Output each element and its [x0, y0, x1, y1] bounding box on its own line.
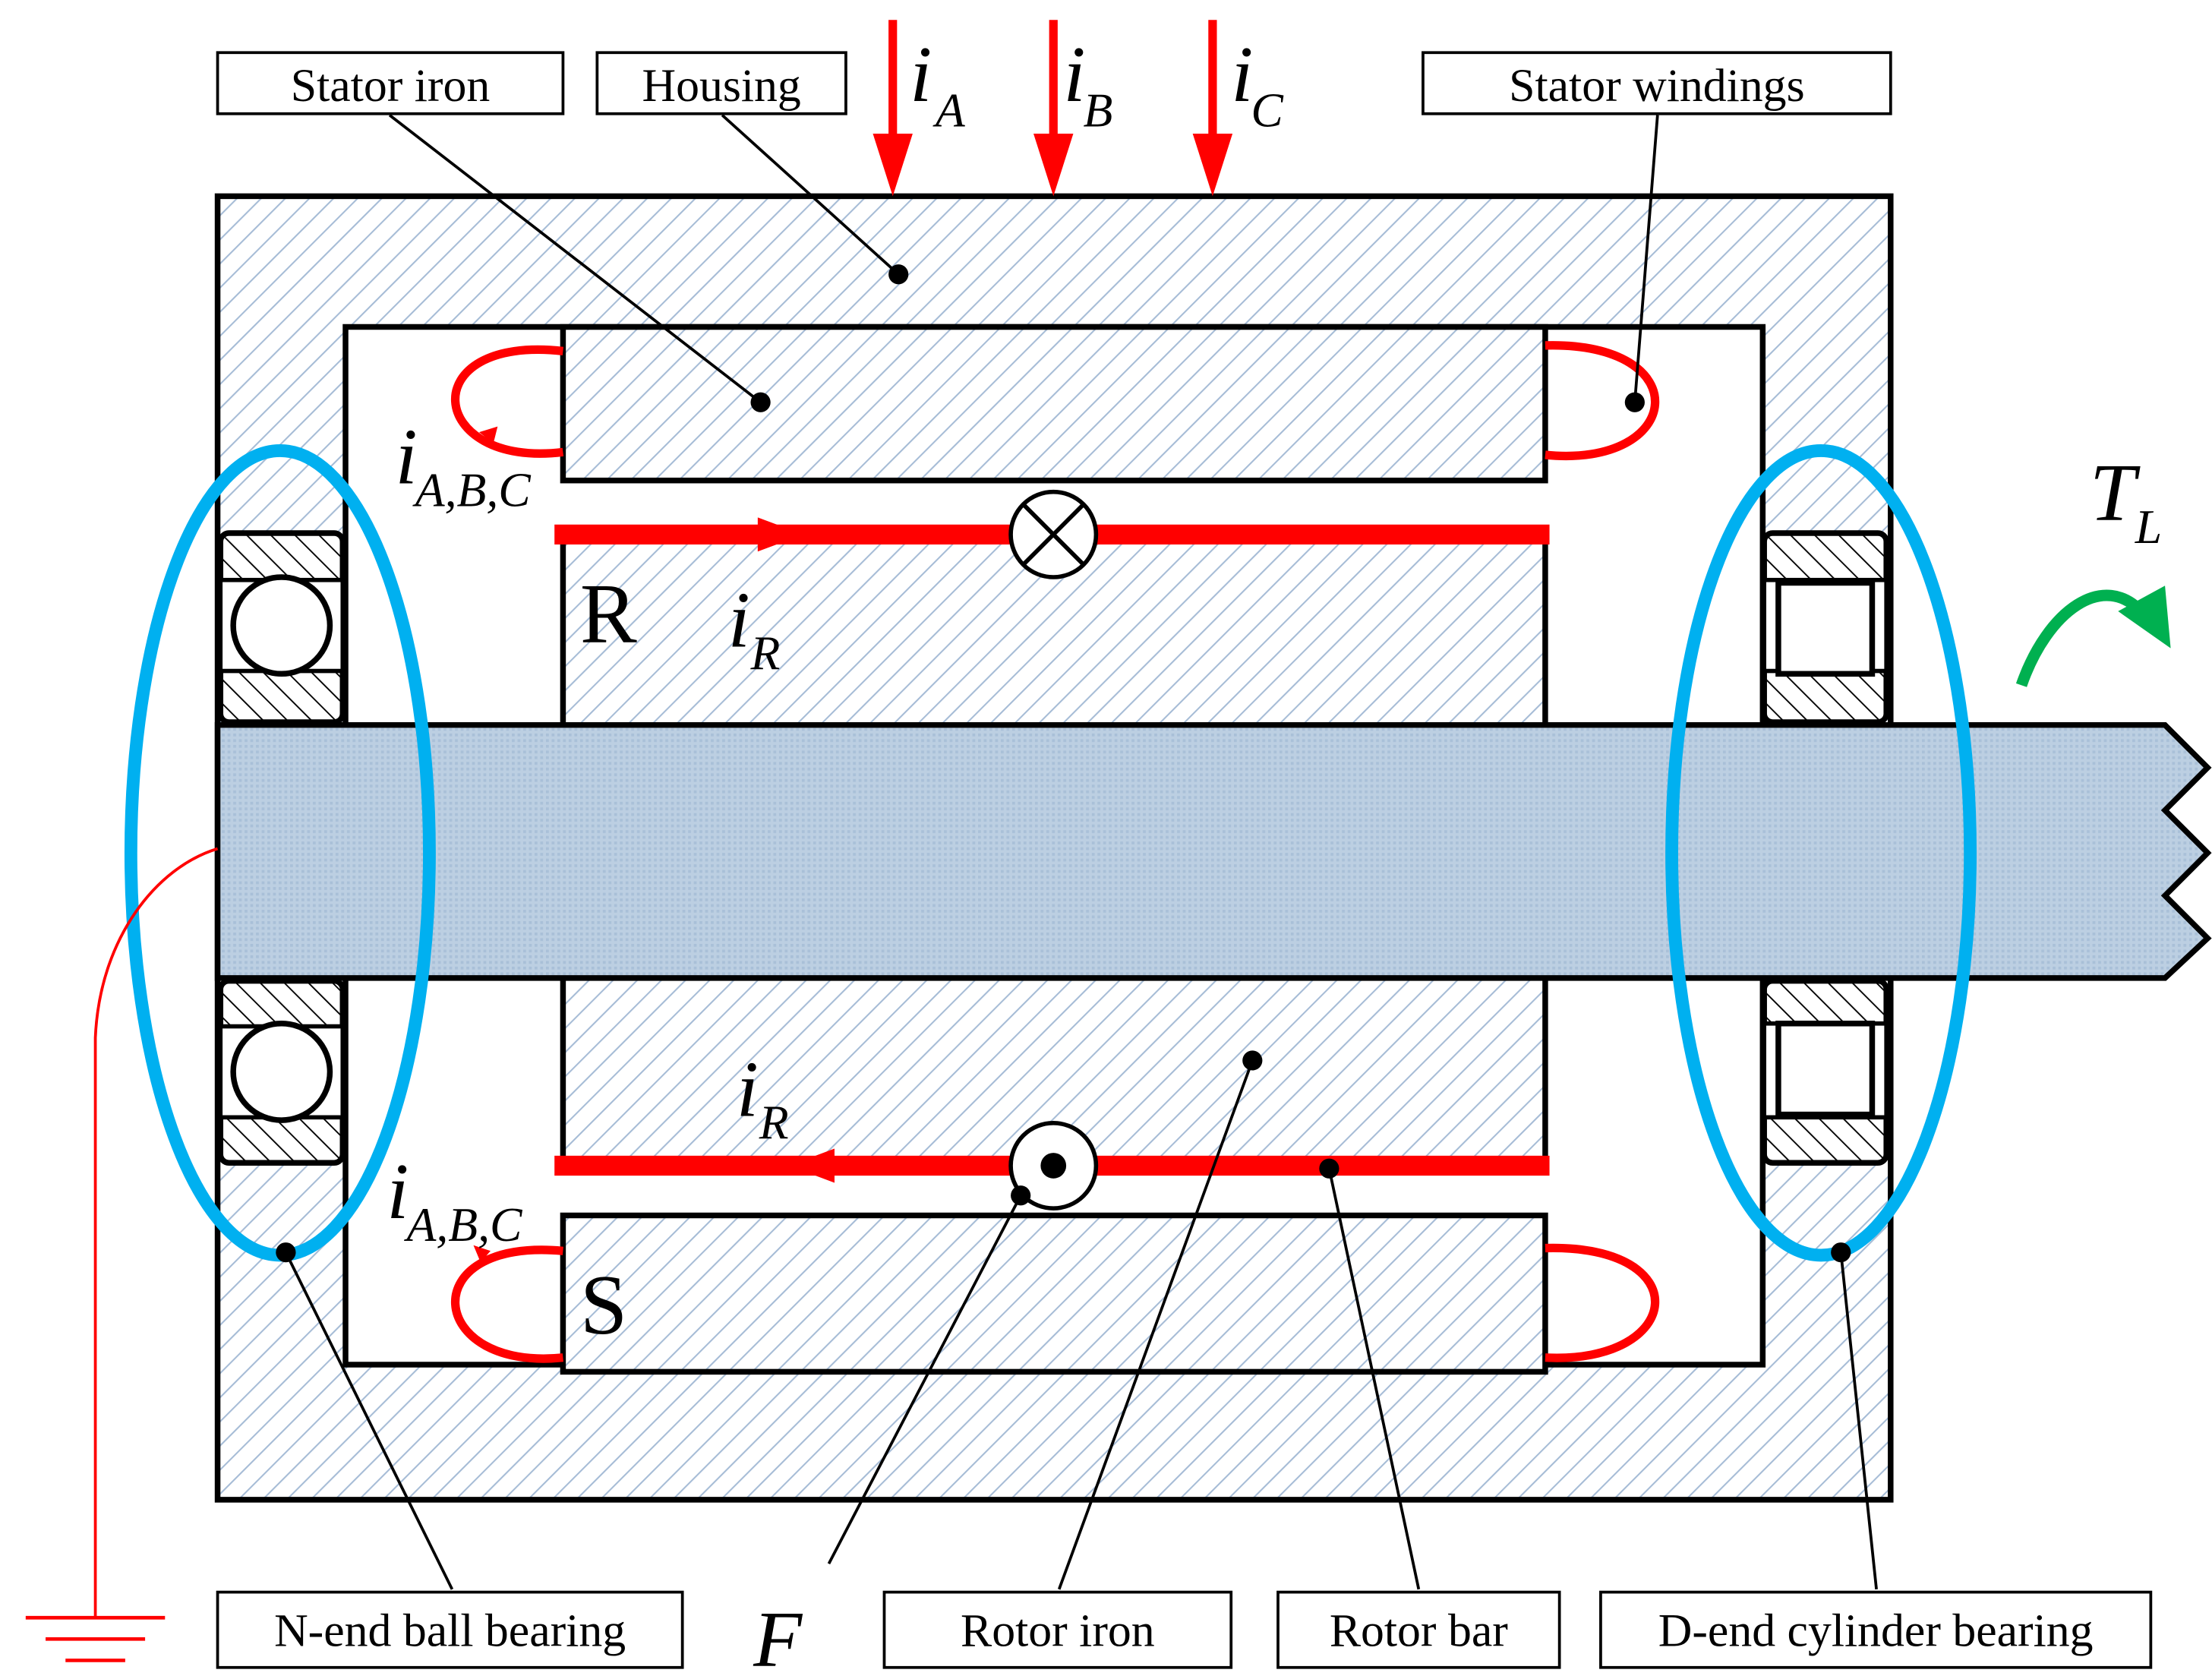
- stator-iron-bottom: [560, 1212, 1548, 1375]
- stator-winding-loop-right-top: [1545, 341, 1660, 461]
- d-end-cylinder-bearing-top: [1761, 530, 1889, 725]
- d-end-cylinder-bearing-bottom: [1761, 977, 1889, 1166]
- svg-text:A: A: [932, 84, 966, 137]
- stator-iron-top: [560, 324, 1548, 484]
- svg-text:D-end cylinder bearing: D-end cylinder bearing: [1658, 1605, 2094, 1657]
- label-rotor-iron: Rotor iron: [882, 1590, 1233, 1669]
- symbol-i-abc-bottom: i A,B,C: [387, 1147, 523, 1251]
- shaft: [214, 721, 2212, 981]
- svg-text:Stator windings: Stator windings: [1509, 60, 1804, 112]
- svg-text:L: L: [2135, 500, 2162, 554]
- svg-text:i: i: [396, 412, 418, 500]
- symbol-i-c: i C: [1231, 30, 1284, 137]
- svg-text:B: B: [1084, 84, 1113, 137]
- current-out-of-page-symbol: [1008, 1121, 1099, 1210]
- symbol-force-f: F: [753, 1596, 803, 1676]
- stator-winding-loop-left-bottom: [451, 1245, 564, 1363]
- ground-symbol: [25, 847, 219, 1662]
- symbol-s: S: [580, 1258, 627, 1352]
- stator-winding-loop-right-bottom: [1545, 1243, 1660, 1362]
- svg-text:Rotor iron: Rotor iron: [961, 1605, 1155, 1657]
- svg-text:i: i: [737, 1045, 759, 1133]
- n-end-ball-bearing-top: [217, 530, 346, 725]
- stator-winding-loop-left-top: [451, 345, 564, 458]
- leader-dots: [276, 264, 1851, 1263]
- svg-text:C: C: [1251, 84, 1284, 137]
- svg-text:i: i: [1063, 30, 1085, 118]
- svg-text:i: i: [387, 1147, 409, 1236]
- rotor-current-arrow-top: [757, 517, 803, 552]
- svg-text:R: R: [759, 1095, 789, 1149]
- label-d-end-cylinder-bearing: D-end cylinder bearing: [1599, 1590, 2153, 1669]
- symbol-torque-tl: T L: [2090, 447, 2162, 554]
- symbol-i-r-bottom: i R: [737, 1045, 789, 1149]
- svg-text:R: R: [750, 627, 781, 680]
- svg-text:T: T: [2090, 447, 2141, 538]
- label-stator-iron: Stator iron: [216, 51, 565, 115]
- label-stator-windings: Stator windings: [1422, 51, 1892, 115]
- n-end-ball-bearing-bottom: [217, 977, 346, 1166]
- svg-text:Housing: Housing: [642, 60, 800, 112]
- phase-current-arrow-b: [1033, 20, 1074, 197]
- leader-lines: [284, 114, 1878, 1590]
- svg-text:Rotor bar: Rotor bar: [1330, 1605, 1508, 1657]
- symbol-i-b: i B: [1063, 30, 1112, 137]
- svg-text:N-end ball bearing: N-end ball bearing: [274, 1605, 626, 1657]
- svg-text:i: i: [1231, 30, 1253, 118]
- torque-arrow: [2015, 589, 2148, 687]
- rotor-current-arrow-bottom: [789, 1148, 835, 1183]
- label-rotor-bar: Rotor bar: [1276, 1590, 1561, 1669]
- svg-text:i: i: [728, 576, 750, 664]
- symbol-i-abc-top: i A,B,C: [396, 412, 532, 516]
- phase-current-arrow-c: [1192, 20, 1233, 197]
- label-housing: Housing: [595, 51, 847, 115]
- svg-text:A,B,C: A,B,C: [404, 1198, 524, 1251]
- phase-current-arrow-a: [872, 20, 913, 197]
- symbol-r: R: [580, 567, 637, 661]
- current-into-page-symbol: [1008, 489, 1099, 579]
- svg-text:Stator iron: Stator iron: [291, 60, 490, 112]
- svg-text:i: i: [910, 30, 932, 118]
- symbol-i-a: i A: [910, 30, 966, 137]
- svg-text:A,B,C: A,B,C: [412, 462, 532, 516]
- label-n-end-ball-bearing: N-end ball bearing: [216, 1590, 684, 1669]
- symbol-i-r-top: i R: [728, 576, 781, 680]
- d-end-bearing-highlight: [1665, 443, 1977, 1262]
